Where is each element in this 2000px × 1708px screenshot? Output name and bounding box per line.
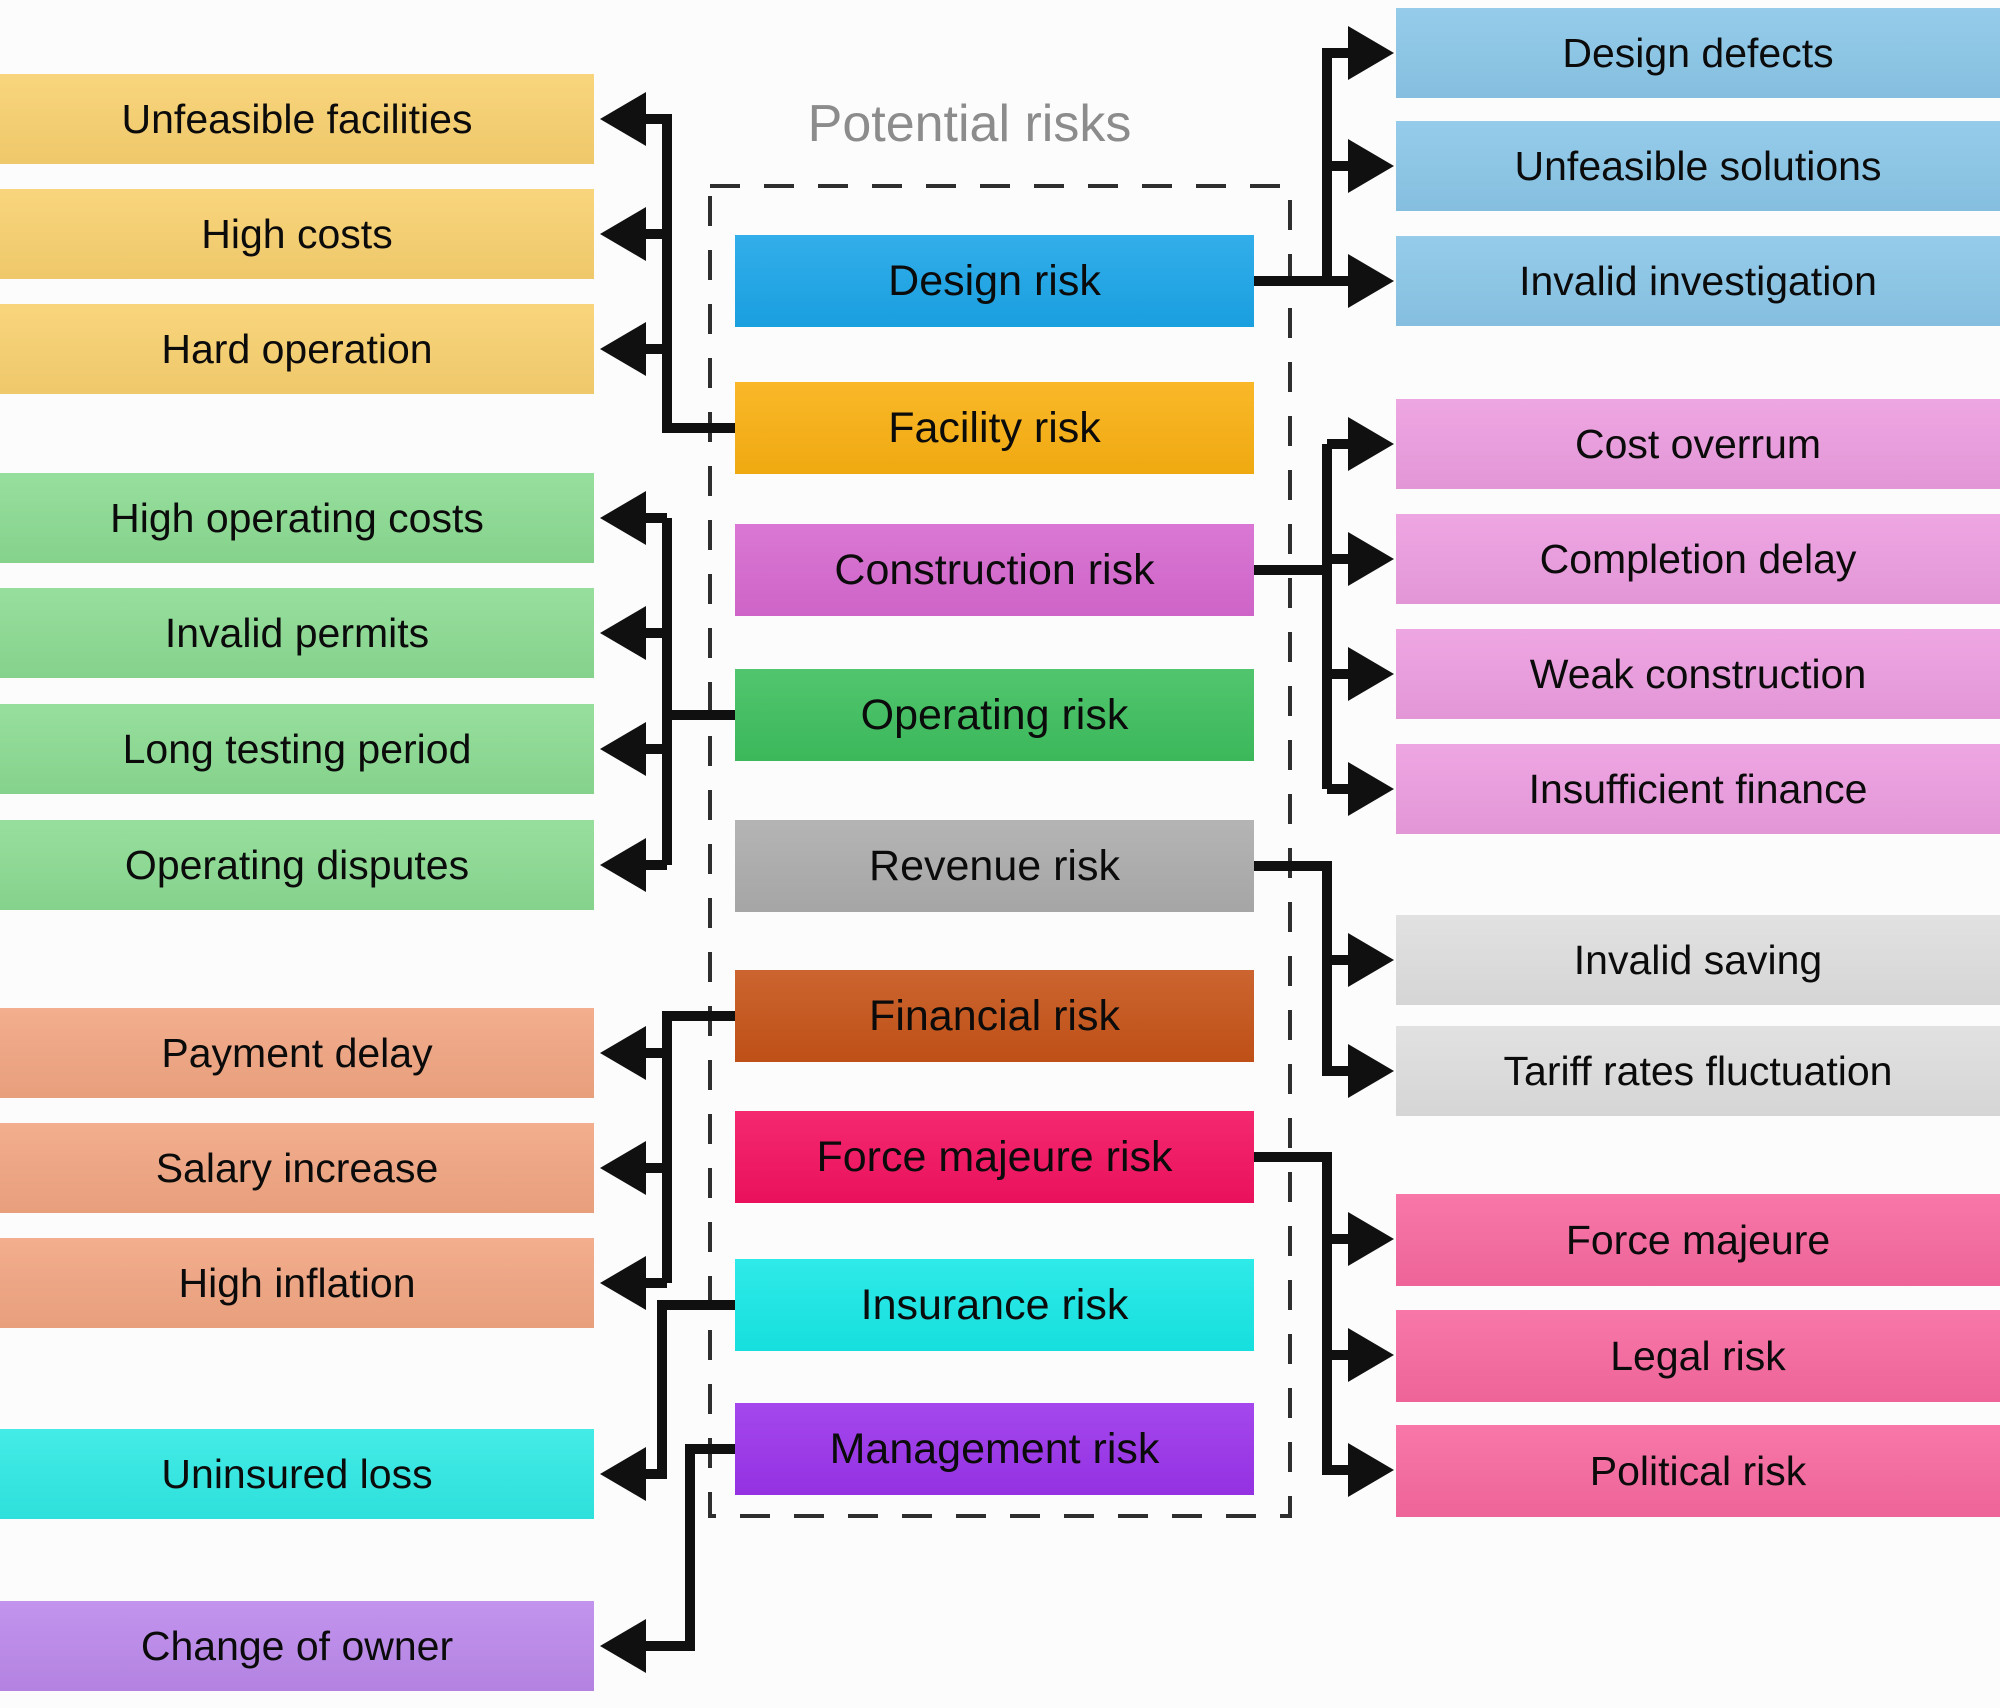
arrow-revenue-trunk (1254, 861, 1348, 1076)
node-change-of-owner: Change of owner (0, 1601, 594, 1691)
node-operating-risk: Operating risk (735, 669, 1254, 761)
node-weak-construction: Weak construction (1396, 629, 2000, 719)
node-management-risk: Management risk (735, 1403, 1254, 1495)
arrowhead (600, 92, 646, 146)
diagram-title: Potential risks (807, 95, 1132, 153)
node-label: Tariff rates fluctuation (1503, 1047, 1893, 1094)
node-operating-disputes: Operating disputes (0, 820, 594, 910)
arrow-management (646, 1444, 735, 1651)
node-completion-delay: Completion delay (1396, 514, 2000, 604)
arrowhead (600, 491, 646, 545)
arrowhead (1348, 417, 1394, 471)
node-force-majeure: Force majeure (1396, 1194, 2000, 1286)
node-high-costs: High costs (0, 189, 594, 279)
arrowhead (1348, 933, 1394, 987)
node-label: Salary increase (155, 1144, 439, 1191)
arrowhead (600, 838, 646, 892)
node-unfeasible-solutions: Unfeasible solutions (1396, 121, 2000, 211)
arrowhead (1348, 1044, 1394, 1098)
node-uninsured-loss: Uninsured loss (0, 1429, 594, 1519)
node-long-testing-period: Long testing period (0, 704, 594, 794)
node-label: Cost overrum (1574, 420, 1822, 467)
node-label: Weak construction (1529, 650, 1867, 697)
node-insurance-risk: Insurance risk (735, 1259, 1254, 1351)
node-label: Revenue risk (869, 841, 1120, 890)
node-label: Long testing period (122, 725, 472, 772)
arrow-facility-trunk (646, 114, 735, 433)
arrowhead (1348, 647, 1394, 701)
node-label: Change of owner (140, 1622, 454, 1669)
node-legal-risk: Legal risk (1396, 1310, 2000, 1402)
node-high-operating-costs: High operating costs (0, 473, 594, 563)
node-force-majeure-risk: Force majeure risk (735, 1111, 1254, 1203)
node-label: High operating costs (110, 494, 484, 541)
arrowhead (1348, 254, 1394, 308)
node-label: High inflation (178, 1259, 416, 1306)
arrowhead (600, 722, 646, 776)
node-label: Invalid permits (164, 609, 430, 656)
node-label: Political risk (1589, 1447, 1807, 1494)
node-invalid-investigation: Invalid investigation (1396, 236, 2000, 326)
arrowhead (600, 606, 646, 660)
arrowhead (600, 1447, 646, 1501)
arrowhead (600, 322, 646, 376)
node-label: Invalid investigation (1519, 257, 1877, 304)
arrowhead (1348, 139, 1394, 193)
node-label: Operating disputes (124, 841, 470, 888)
node-invalid-permits: Invalid permits (0, 588, 594, 678)
node-label: Operating risk (860, 690, 1129, 739)
node-label: Invalid saving (1573, 936, 1823, 983)
node-label: Payment delay (161, 1029, 433, 1076)
arrowhead (1348, 26, 1394, 80)
arrow-insurance (646, 1300, 735, 1479)
node-label: Financial risk (869, 991, 1120, 1040)
arrowhead (600, 1026, 646, 1080)
node-label: Design risk (888, 256, 1101, 305)
node-cost-overrum: Cost overrum (1396, 399, 2000, 489)
node-label: Hard operation (161, 325, 433, 372)
node-label: Management risk (829, 1424, 1160, 1473)
arrowhead (600, 1256, 646, 1310)
arrowhead (1348, 762, 1394, 816)
node-unfeasible-facilities: Unfeasible facilities (0, 74, 594, 164)
node-design-risk: Design risk (735, 235, 1254, 327)
arrowhead (1348, 1328, 1394, 1382)
node-high-inflation: High inflation (0, 1238, 594, 1328)
arrowhead (600, 207, 646, 261)
arrowhead (600, 1141, 646, 1195)
arrow-design-trunk (1254, 48, 1348, 286)
arrowhead (1348, 1443, 1394, 1497)
arrowhead (1348, 1212, 1394, 1266)
node-label: Facility risk (888, 403, 1101, 452)
node-hard-operation: Hard operation (0, 304, 594, 394)
node-label: High costs (201, 210, 393, 257)
arrowhead (600, 1619, 646, 1673)
node-label: Force majeure (1565, 1216, 1831, 1263)
node-salary-increase: Salary increase (0, 1123, 594, 1213)
node-label: Insufficient finance (1528, 765, 1868, 812)
node-label: Insurance risk (860, 1280, 1129, 1329)
arrow-force-majeure-trunk (1254, 1152, 1348, 1475)
node-tariff-rates-fluctuation: Tariff rates fluctuation (1396, 1026, 2000, 1116)
node-construction-risk: Construction risk (735, 524, 1254, 616)
node-payment-delay: Payment delay (0, 1008, 594, 1098)
node-political-risk: Political risk (1396, 1425, 2000, 1517)
node-facility-risk: Facility risk (735, 382, 1254, 474)
node-financial-risk: Financial risk (735, 970, 1254, 1062)
node-label: Uninsured loss (161, 1450, 433, 1497)
node-label: Legal risk (1610, 1332, 1786, 1379)
node-label: Unfeasible solutions (1514, 142, 1882, 189)
node-insufficient-finance: Insufficient finance (1396, 744, 2000, 834)
node-label: Completion delay (1539, 535, 1857, 582)
arrowhead (1348, 532, 1394, 586)
node-design-defects: Design defects (1396, 8, 2000, 98)
node-label: Design defects (1562, 29, 1834, 76)
node-label: Construction risk (834, 545, 1155, 594)
node-invalid-saving: Invalid saving (1396, 915, 2000, 1005)
node-label: Unfeasible facilities (121, 95, 473, 142)
node-revenue-risk: Revenue risk (735, 820, 1254, 912)
arrow-financial-trunk (662, 1011, 735, 1283)
node-label: Force majeure risk (816, 1132, 1173, 1181)
